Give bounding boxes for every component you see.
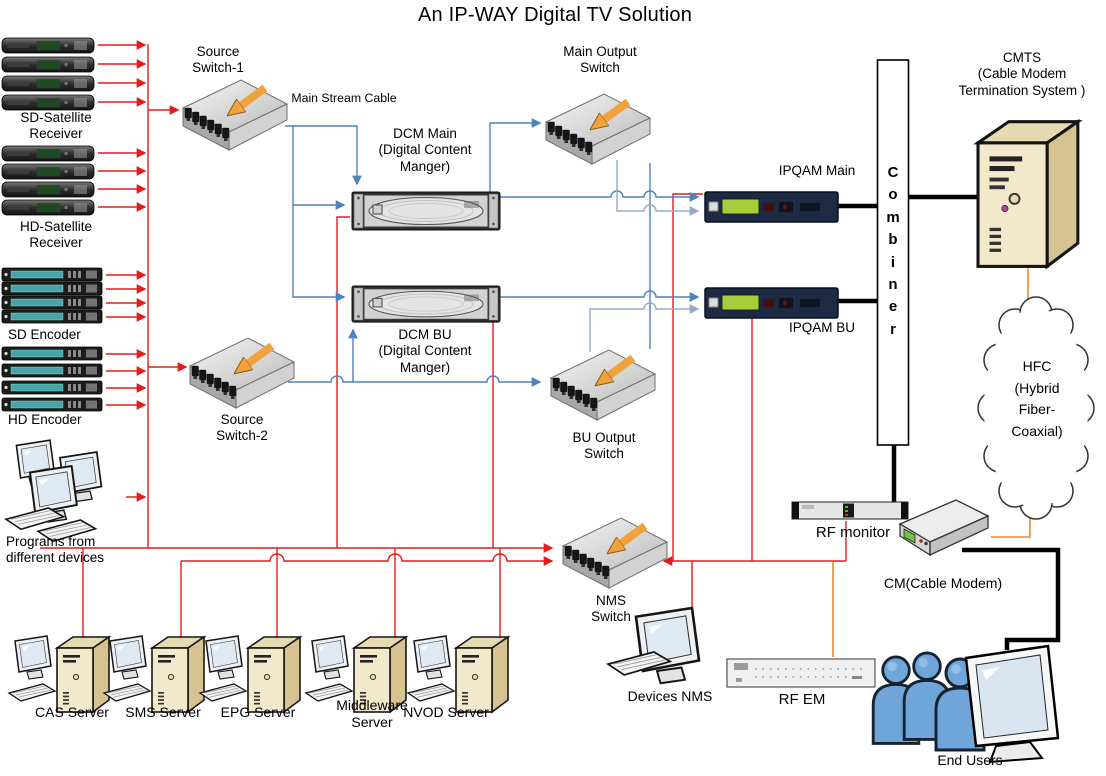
label-source-switch-2: Source Switch-2 <box>216 412 268 444</box>
rf-lines-orange <box>832 265 1031 657</box>
label-ipqam-main: IPQAM Main <box>778 163 856 178</box>
label-middleware-server: Middleware Server <box>336 697 408 731</box>
hfc-cloud-icon <box>977 296 1095 520</box>
cable-modem-icon <box>898 499 990 557</box>
ipqam-bu-rack-icon <box>704 287 839 319</box>
cmts-tower-icon <box>976 120 1080 268</box>
label-sd-encoder: SD Encoder <box>8 327 81 342</box>
label-dcm-main: DCM Main (Digital Content Manger) <box>378 126 472 174</box>
nms-switch-icon <box>563 518 667 588</box>
main-output-switch-icon <box>546 94 650 164</box>
label-nms-switch: NMS Switch <box>591 593 631 625</box>
label-devices-nms: Devices NMS <box>627 688 713 704</box>
dcm-bu-rack-icon <box>351 285 501 323</box>
label-dcm-bu: DCM BU (Digital Content Manger) <box>378 327 472 375</box>
programs-computers-icon <box>5 439 103 543</box>
label-end-users: End Users <box>937 752 1003 768</box>
rf-monitor-rack-icon <box>791 501 909 520</box>
label-bu-output-switch: BU Output Switch <box>572 430 636 462</box>
label-ipqam-bu: IPQAM BU <box>788 320 855 335</box>
label-sms-server: SMS Server <box>125 704 201 720</box>
sms-server-icon <box>104 636 204 712</box>
sd-encoder-stack-icon <box>1 267 103 324</box>
sd-satellite-receiver-stack-icon <box>1 37 95 111</box>
end-users-tv-icon <box>964 644 1060 764</box>
label-hd-satellite-receiver: HD-Satellite Receiver <box>19 219 93 251</box>
rf-em-rack-icon <box>726 658 876 688</box>
label-source-switch-1: Source Switch-1 <box>192 44 244 76</box>
label-hd-encoder: HD Encoder <box>8 412 82 427</box>
label-rf-monitor: RF monitor <box>815 524 891 541</box>
label-main-stream-cable: Main Stream Cable <box>291 91 397 105</box>
label-main-output-switch: Main Output Switch <box>563 44 637 76</box>
bu-output-switch-icon <box>551 350 655 420</box>
label-cas-server: CAS Server <box>35 704 109 720</box>
combiner-box <box>876 59 910 446</box>
nvod-server-icon <box>408 636 508 712</box>
label-epg-server: EPG Server <box>220 704 296 720</box>
hd-satellite-receiver-stack-icon <box>1 145 95 216</box>
source-switch-2-icon <box>190 338 294 408</box>
coax-lines-black <box>838 194 1061 650</box>
label-cmts: CMTS (Cable Modem Termination System ) <box>958 50 1086 98</box>
cas-server-icon <box>9 636 109 712</box>
epg-server-icon <box>200 636 300 712</box>
label-combiner: C o m b i n e r <box>886 164 900 338</box>
stream-cable-lines-red <box>40 40 847 650</box>
hd-encoder-stack-icon <box>1 346 103 412</box>
diagram-title: An IP-WAY Digital TV Solution <box>417 4 693 26</box>
label-nvod-server: NVOD Server <box>403 704 489 720</box>
label-hfc: HFC (Hybrid Fiber- Coaxial) <box>1011 358 1063 440</box>
label-sd-satellite-receiver: SD-Satellite Receiver <box>20 110 92 142</box>
ip-data-lines-blue-alt <box>589 160 700 352</box>
label-programs-from: Programs from different devices <box>6 534 105 566</box>
ip-data-lines-blue <box>285 118 700 387</box>
dcm-main-rack-icon <box>351 191 501 231</box>
source-switch-1-icon <box>183 80 287 150</box>
label-cable-modem: CM(Cable Modem) <box>883 575 1003 591</box>
ipqam-main-rack-icon <box>704 191 839 223</box>
label-rf-em: RF EM <box>778 691 826 708</box>
